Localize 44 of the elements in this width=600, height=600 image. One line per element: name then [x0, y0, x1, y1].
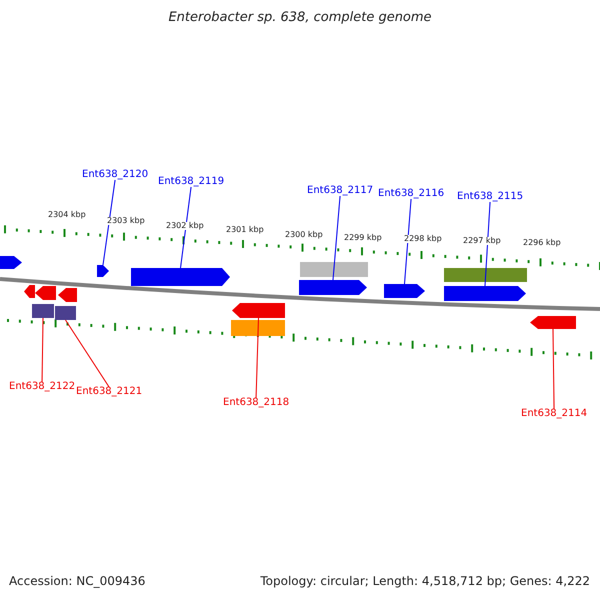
gene-label: Ent638_2116	[378, 189, 444, 199]
tick-label: 2296 kbp	[523, 239, 561, 247]
gene-label: Ent638_2118	[223, 398, 290, 408]
tick-label: 2300 kbp	[285, 231, 323, 239]
tick-label: 2301 kbp	[226, 226, 264, 234]
feature-bar	[444, 268, 527, 282]
footer-text: Topology: circular; Length: 4,518,712 bp; Genes: 4,222	[260, 575, 590, 587]
tick-label: 2297 kbp	[463, 237, 501, 245]
gene-feature	[131, 268, 230, 286]
gene-label: Ent638_2115	[457, 192, 524, 202]
gene-feature	[384, 284, 425, 298]
gene-label: Ent638_2121	[76, 387, 142, 397]
gene-feature	[97, 265, 109, 277]
tick-label: 2304 kbp	[48, 211, 86, 219]
tick-label: 2298 kbp	[404, 235, 442, 243]
gene-feature	[58, 288, 77, 302]
gene-label: Ent638_2114	[521, 409, 588, 419]
feature-bar	[300, 262, 368, 277]
leader-line	[42, 318, 44, 382]
leader-line	[256, 318, 259, 398]
leader-line	[65, 320, 110, 388]
feature-bar	[55, 306, 76, 320]
feature-bar	[231, 320, 285, 336]
gene-label: Ent638_2122	[9, 382, 76, 392]
feature-bar	[32, 304, 54, 318]
leader-line	[180, 186, 192, 268]
leader-line	[102, 180, 116, 266]
leader-line	[404, 198, 412, 284]
tick-label: 2302 kbp	[166, 222, 204, 230]
gene-feature	[299, 280, 367, 295]
leader-line	[484, 202, 491, 286]
gene-feature	[0, 256, 22, 269]
gene-label: Ent638_2119	[158, 177, 224, 187]
gene-feature	[232, 303, 285, 318]
gene-feature	[444, 286, 526, 301]
leader-line	[552, 328, 555, 410]
gene-feature	[530, 316, 576, 329]
tick-label: 2303 kbp	[107, 217, 145, 225]
leader-line	[332, 196, 341, 280]
tick-label: 2299 kbp	[344, 234, 382, 242]
gene-label: Ent638_2120	[82, 170, 148, 180]
title: Enterobacter sp. 638, complete genome	[167, 11, 433, 24]
gene-label: Ent638_2117	[307, 186, 374, 196]
footer-text: Accession: NC_009436	[9, 575, 146, 587]
